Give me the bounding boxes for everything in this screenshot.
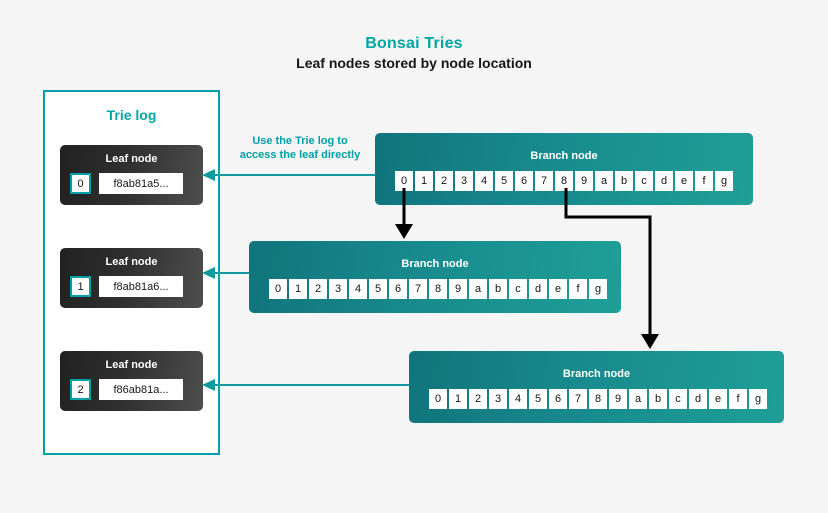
leaf-node-label: Leaf node	[105, 256, 158, 268]
branch-node-1-cell-5[interactable]: 5	[495, 171, 513, 191]
branch-node-1-cell-g[interactable]: g	[715, 171, 733, 191]
branch-node-1-cell-d[interactable]: d	[655, 171, 673, 191]
branch-node-2-cell-b[interactable]: b	[489, 279, 507, 299]
page-title: Bonsai Tries	[365, 35, 463, 52]
branch-node-1-cell-a[interactable]: a	[595, 171, 613, 191]
page-subtitle: Leaf nodes stored by node location	[296, 55, 532, 71]
leaf-hash-1: f8ab81a6...	[99, 276, 183, 297]
annotation-line-2: access the leaf directly	[239, 149, 361, 161]
branch-node-2-cell-e[interactable]: e	[549, 279, 567, 299]
leaf-node-0[interactable]: Leaf node 0 f8ab81a5...	[60, 145, 203, 205]
branch-node-1-cell-4[interactable]: 4	[475, 171, 493, 191]
leaf-node-row: 1 f8ab81a6...	[70, 276, 183, 297]
branch-node-1-cell-f[interactable]: f	[695, 171, 713, 191]
branch-node-3-cell-8[interactable]: 8	[589, 389, 607, 409]
branch-node-2-cell-8[interactable]: 8	[429, 279, 447, 299]
annotation-line-1: Use the Trie log to	[252, 135, 348, 147]
leaf-node-label: Leaf node	[105, 359, 158, 371]
branch-node-1-cell-6[interactable]: 6	[515, 171, 533, 191]
branch-node-2-cell-g[interactable]: g	[589, 279, 607, 299]
branch-node-2-cell-0[interactable]: 0	[269, 279, 287, 299]
branch-node-label: Branch node	[530, 150, 598, 162]
branch-node-3-cell-0[interactable]: 0	[429, 389, 447, 409]
branch-node-2-cell-4[interactable]: 4	[349, 279, 367, 299]
leaf-node-1[interactable]: Leaf node 1 f8ab81a6...	[60, 248, 203, 308]
branch-node-3-cell-5[interactable]: 5	[529, 389, 547, 409]
branch-node-label: Branch node	[401, 258, 469, 270]
branch-node-1-cell-9[interactable]: 9	[575, 171, 593, 191]
leaf-node-row: 2 f86ab81a...	[70, 379, 183, 400]
branch-node-3-cell-1[interactable]: 1	[449, 389, 467, 409]
branch-node-2-cell-7[interactable]: 7	[409, 279, 427, 299]
leaf-index-1: 1	[70, 276, 91, 297]
arrow-branch1-to-leaf0	[202, 169, 375, 181]
branch-node-1-cell-1[interactable]: 1	[415, 171, 433, 191]
branch-node-2-cell-3[interactable]: 3	[329, 279, 347, 299]
branch-node-3-cell-2[interactable]: 2	[469, 389, 487, 409]
branch-node-3-cell-4[interactable]: 4	[509, 389, 527, 409]
branch-node-3-cell-a[interactable]: a	[629, 389, 647, 409]
branch-node-3-cell-9[interactable]: 9	[609, 389, 627, 409]
branch-node-3-cell-d[interactable]: d	[689, 389, 707, 409]
branch-node-2-cell-9[interactable]: 9	[449, 279, 467, 299]
branch-node-2-cell-1[interactable]: 1	[289, 279, 307, 299]
branch-node-3-cell-7[interactable]: 7	[569, 389, 587, 409]
branch-node-1-cell-0[interactable]: 0	[395, 171, 413, 191]
arrow-branch3-to-leaf2	[202, 379, 409, 391]
branch-node-3-cell-g[interactable]: g	[749, 389, 767, 409]
branch-node-3-cell-3[interactable]: 3	[489, 389, 507, 409]
branch-node-1-cell-b[interactable]: b	[615, 171, 633, 191]
branch-node-2-cell-a[interactable]: a	[469, 279, 487, 299]
branch-node-3-cell-c[interactable]: c	[669, 389, 687, 409]
branch-node-2-cell-2[interactable]: 2	[309, 279, 327, 299]
branch-node-2-cell-f[interactable]: f	[569, 279, 587, 299]
trie-log-annotation: Use the Trie log to access the leaf dire…	[225, 134, 375, 162]
leaf-hash-2: f86ab81a...	[99, 379, 183, 400]
branch-node-3-cell-b[interactable]: b	[649, 389, 667, 409]
leaf-node-2[interactable]: Leaf node 2 f86ab81a...	[60, 351, 203, 411]
trie-log-title: Trie log	[106, 107, 157, 123]
branch-node-1-cell-3[interactable]: 3	[455, 171, 473, 191]
leaf-hash-0: f8ab81a5...	[99, 173, 183, 194]
branch-node-3-cell-6[interactable]: 6	[549, 389, 567, 409]
branch-node-1-cell-7[interactable]: 7	[535, 171, 553, 191]
branch-node-1-cell-2[interactable]: 2	[435, 171, 453, 191]
branch-node-label: Branch node	[562, 368, 631, 380]
branch-node-1-cell-8[interactable]: 8	[555, 171, 573, 191]
leaf-index-0: 0	[70, 173, 91, 194]
branch-node-1-cell-c[interactable]: c	[635, 171, 653, 191]
branch-node-3-cell-e[interactable]: e	[709, 389, 727, 409]
branch-node-2-cell-d[interactable]: d	[529, 279, 547, 299]
branch-node-3-cell-f[interactable]: f	[729, 389, 747, 409]
leaf-node-label: Leaf node	[105, 153, 158, 165]
leaf-index-2: 2	[70, 379, 91, 400]
branch-node-2-cell-c[interactable]: c	[509, 279, 527, 299]
leaf-node-row: 0 f8ab81a5...	[70, 173, 183, 194]
branch-node-2-cell-6[interactable]: 6	[389, 279, 407, 299]
branch-node-1-cell-e[interactable]: e	[675, 171, 693, 191]
branch-node-2-cell-5[interactable]: 5	[369, 279, 387, 299]
